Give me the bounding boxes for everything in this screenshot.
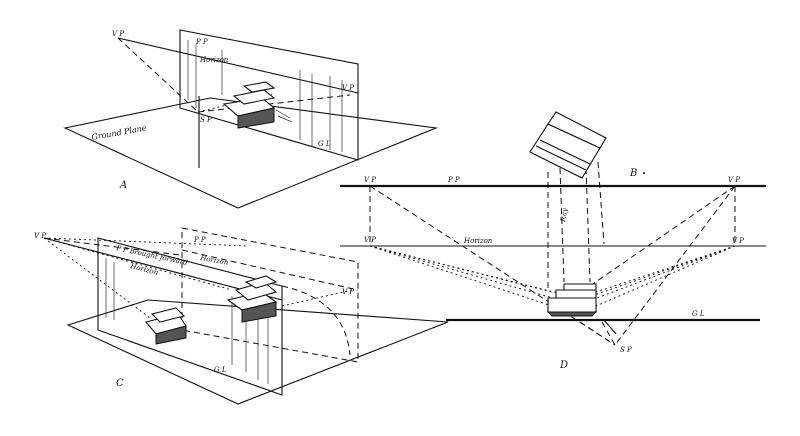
label-vp-top-left-b: V P bbox=[364, 176, 376, 184]
label-vp-right-c: V P bbox=[342, 288, 354, 296]
label-horizon-b: Horizon bbox=[463, 237, 493, 245]
label-vp-left-b: V P bbox=[364, 236, 376, 244]
picture-plane-hatching-c bbox=[105, 258, 269, 384]
label-vp-right-a: V P bbox=[342, 84, 354, 92]
picture-plane-back-c bbox=[181, 227, 359, 363]
label-gl-c: G L bbox=[214, 366, 227, 374]
picture-plane-a bbox=[179, 29, 359, 161]
caption-b-mark: • bbox=[642, 170, 646, 178]
label-vp-right-b: V P bbox=[732, 237, 744, 245]
caption-d: D bbox=[559, 360, 568, 371]
horizon-line-a bbox=[117, 37, 359, 94]
label-vp-left-c: V P bbox=[34, 232, 46, 240]
horizon-line-back-c bbox=[181, 249, 359, 291]
label-sp-a: S P bbox=[200, 116, 212, 124]
ground-plane-c bbox=[66, 299, 449, 405]
label-gl-a: G L bbox=[318, 140, 331, 148]
picture-plane-hatching-a bbox=[187, 40, 343, 152]
steps-object-a bbox=[222, 81, 293, 129]
station-point-b bbox=[579, 319, 617, 346]
label-vp-left-a: V P bbox=[112, 30, 124, 38]
steps-object-front-c bbox=[145, 307, 187, 345]
steps-object-back-c bbox=[226, 275, 278, 323]
steps-object-b bbox=[546, 283, 598, 317]
label-ground-plane: Ground Plane bbox=[91, 123, 148, 142]
label-vp-top-right-b: V P bbox=[728, 176, 740, 184]
caption-a: A bbox=[119, 180, 127, 191]
label-pp-back-c: P P bbox=[193, 236, 206, 244]
ground-plane-a bbox=[63, 97, 439, 209]
label-sp-b: S P bbox=[620, 346, 632, 354]
label-gl-b: G L bbox=[692, 310, 705, 318]
figure-b-d: V P P P V P Ray V P Horizon V P G L S P … bbox=[340, 111, 766, 371]
label-ray: Ray bbox=[559, 207, 570, 224]
label-pp-b: P P bbox=[447, 176, 460, 184]
vp-ray-c3 bbox=[43, 237, 249, 247]
vp-ray-c4 bbox=[43, 237, 181, 256]
ray-line-3 bbox=[585, 167, 591, 283]
tilted-box-b bbox=[529, 111, 607, 179]
label-pp-a: P P bbox=[195, 38, 208, 46]
ray-line-2 bbox=[559, 167, 565, 283]
swing-arc-c bbox=[281, 285, 351, 356]
figure-c: V P P P P P brought forward Horizon Hori… bbox=[34, 227, 449, 405]
caption-c: C bbox=[116, 378, 124, 389]
vp-ray-c5 bbox=[281, 289, 353, 307]
picture-plane-front-c bbox=[97, 237, 283, 396]
diag-left-to-sp bbox=[369, 185, 616, 346]
diag-right-to-sp bbox=[614, 185, 736, 346]
vp-ray-c2 bbox=[43, 237, 151, 319]
caption-b: B bbox=[629, 168, 637, 179]
label-horizon-a: Horizon bbox=[199, 56, 229, 64]
label-pp-brought-forward: P P brought forward bbox=[115, 244, 189, 267]
ray-line-4 bbox=[597, 161, 605, 245]
figure-a: V P P P Horizon V P S P Ground Plane G L… bbox=[63, 29, 439, 209]
sight-line-a2 bbox=[197, 94, 351, 113]
sight-line-a1 bbox=[117, 37, 199, 113]
